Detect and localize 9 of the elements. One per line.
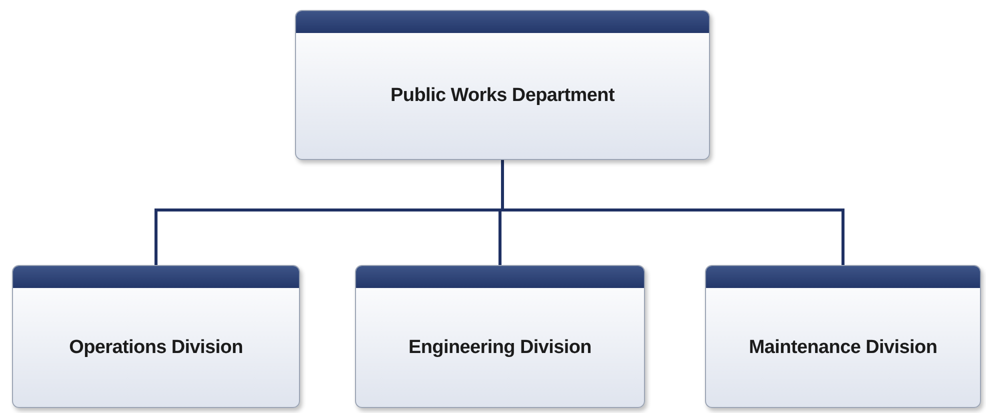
org-unit-box [12, 265, 300, 408]
unit-name: Engineering Division [408, 336, 592, 358]
unit-name: Maintenance Division [748, 336, 938, 358]
org-unit-box [705, 265, 981, 408]
connector-line [501, 160, 844, 265]
org-unit-box [295, 10, 710, 160]
unit-name: Operations Division [69, 336, 243, 358]
unit-name: Public Works Department [390, 85, 614, 107]
org-unit-box [355, 265, 645, 408]
